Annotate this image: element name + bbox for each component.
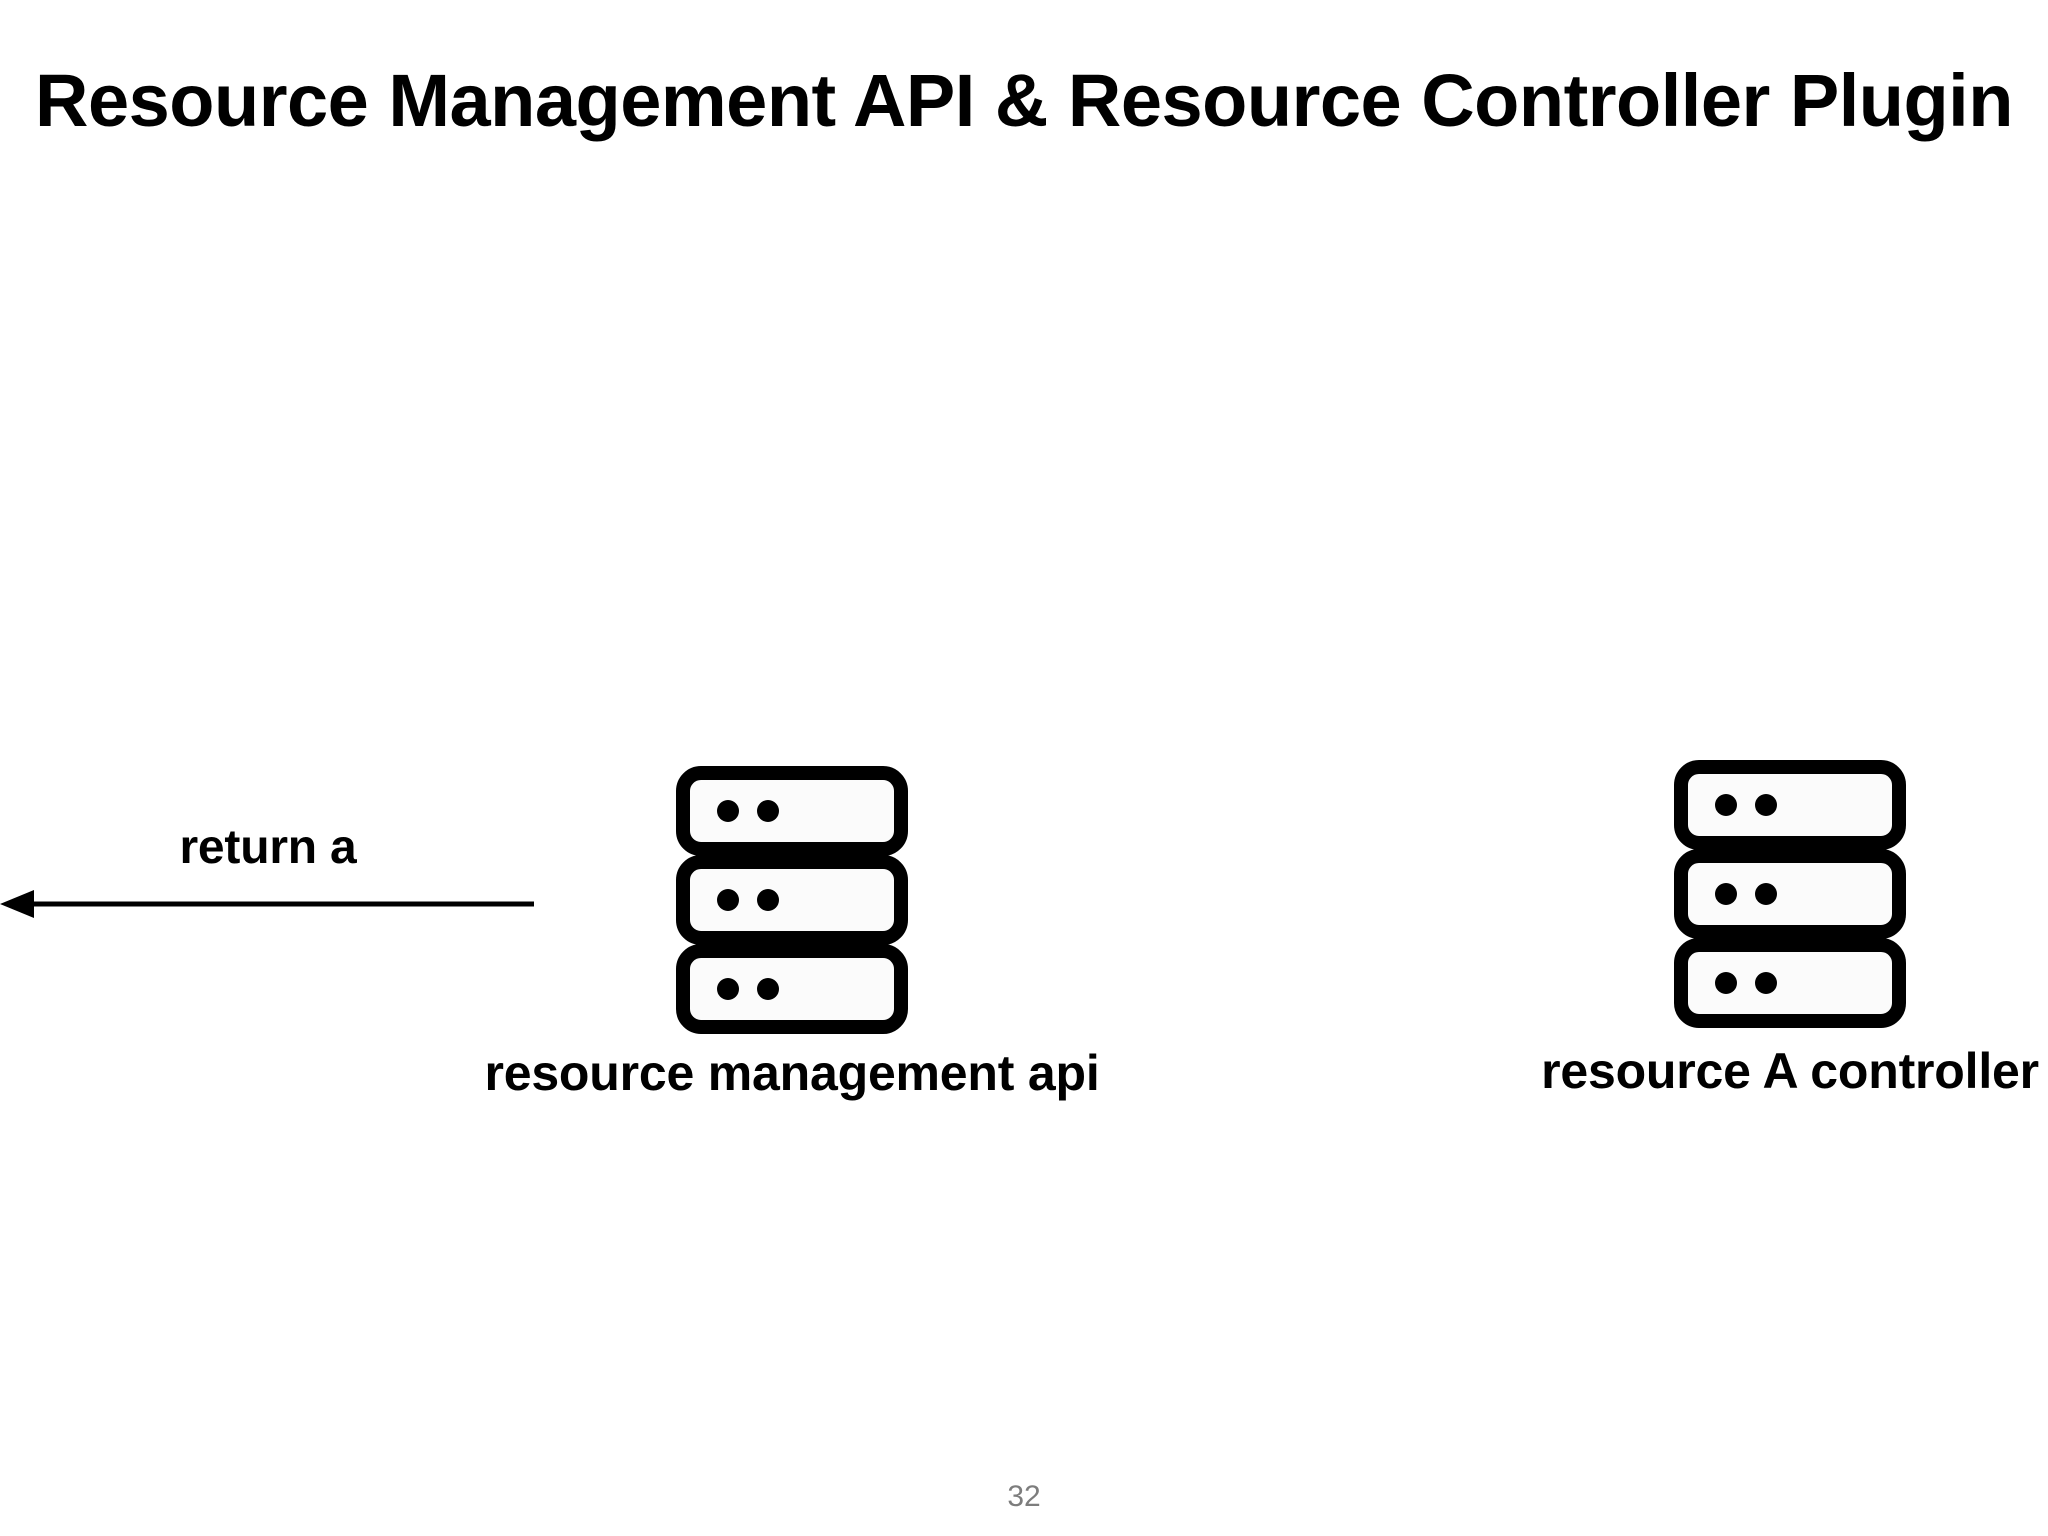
message-return-a: return a (0, 820, 536, 930)
server-stack-icon (676, 766, 908, 1034)
server-stack-icon (1674, 760, 1906, 1028)
node-resource-a-controller[interactable]: resource A controller (1541, 760, 2039, 1099)
node-label-resource-management-api: resource management api (484, 1045, 1100, 1101)
page-number: 32 (1007, 1480, 1041, 1513)
message-label-return-a: return a (179, 821, 357, 874)
node-label-resource-a-controller: resource A controller (1541, 1043, 2039, 1099)
left-arrow-icon (0, 890, 534, 918)
page-title: Resource Management API & Resource Contr… (35, 59, 2013, 142)
node-resource-management-api[interactable]: resource management api (484, 766, 1100, 1101)
